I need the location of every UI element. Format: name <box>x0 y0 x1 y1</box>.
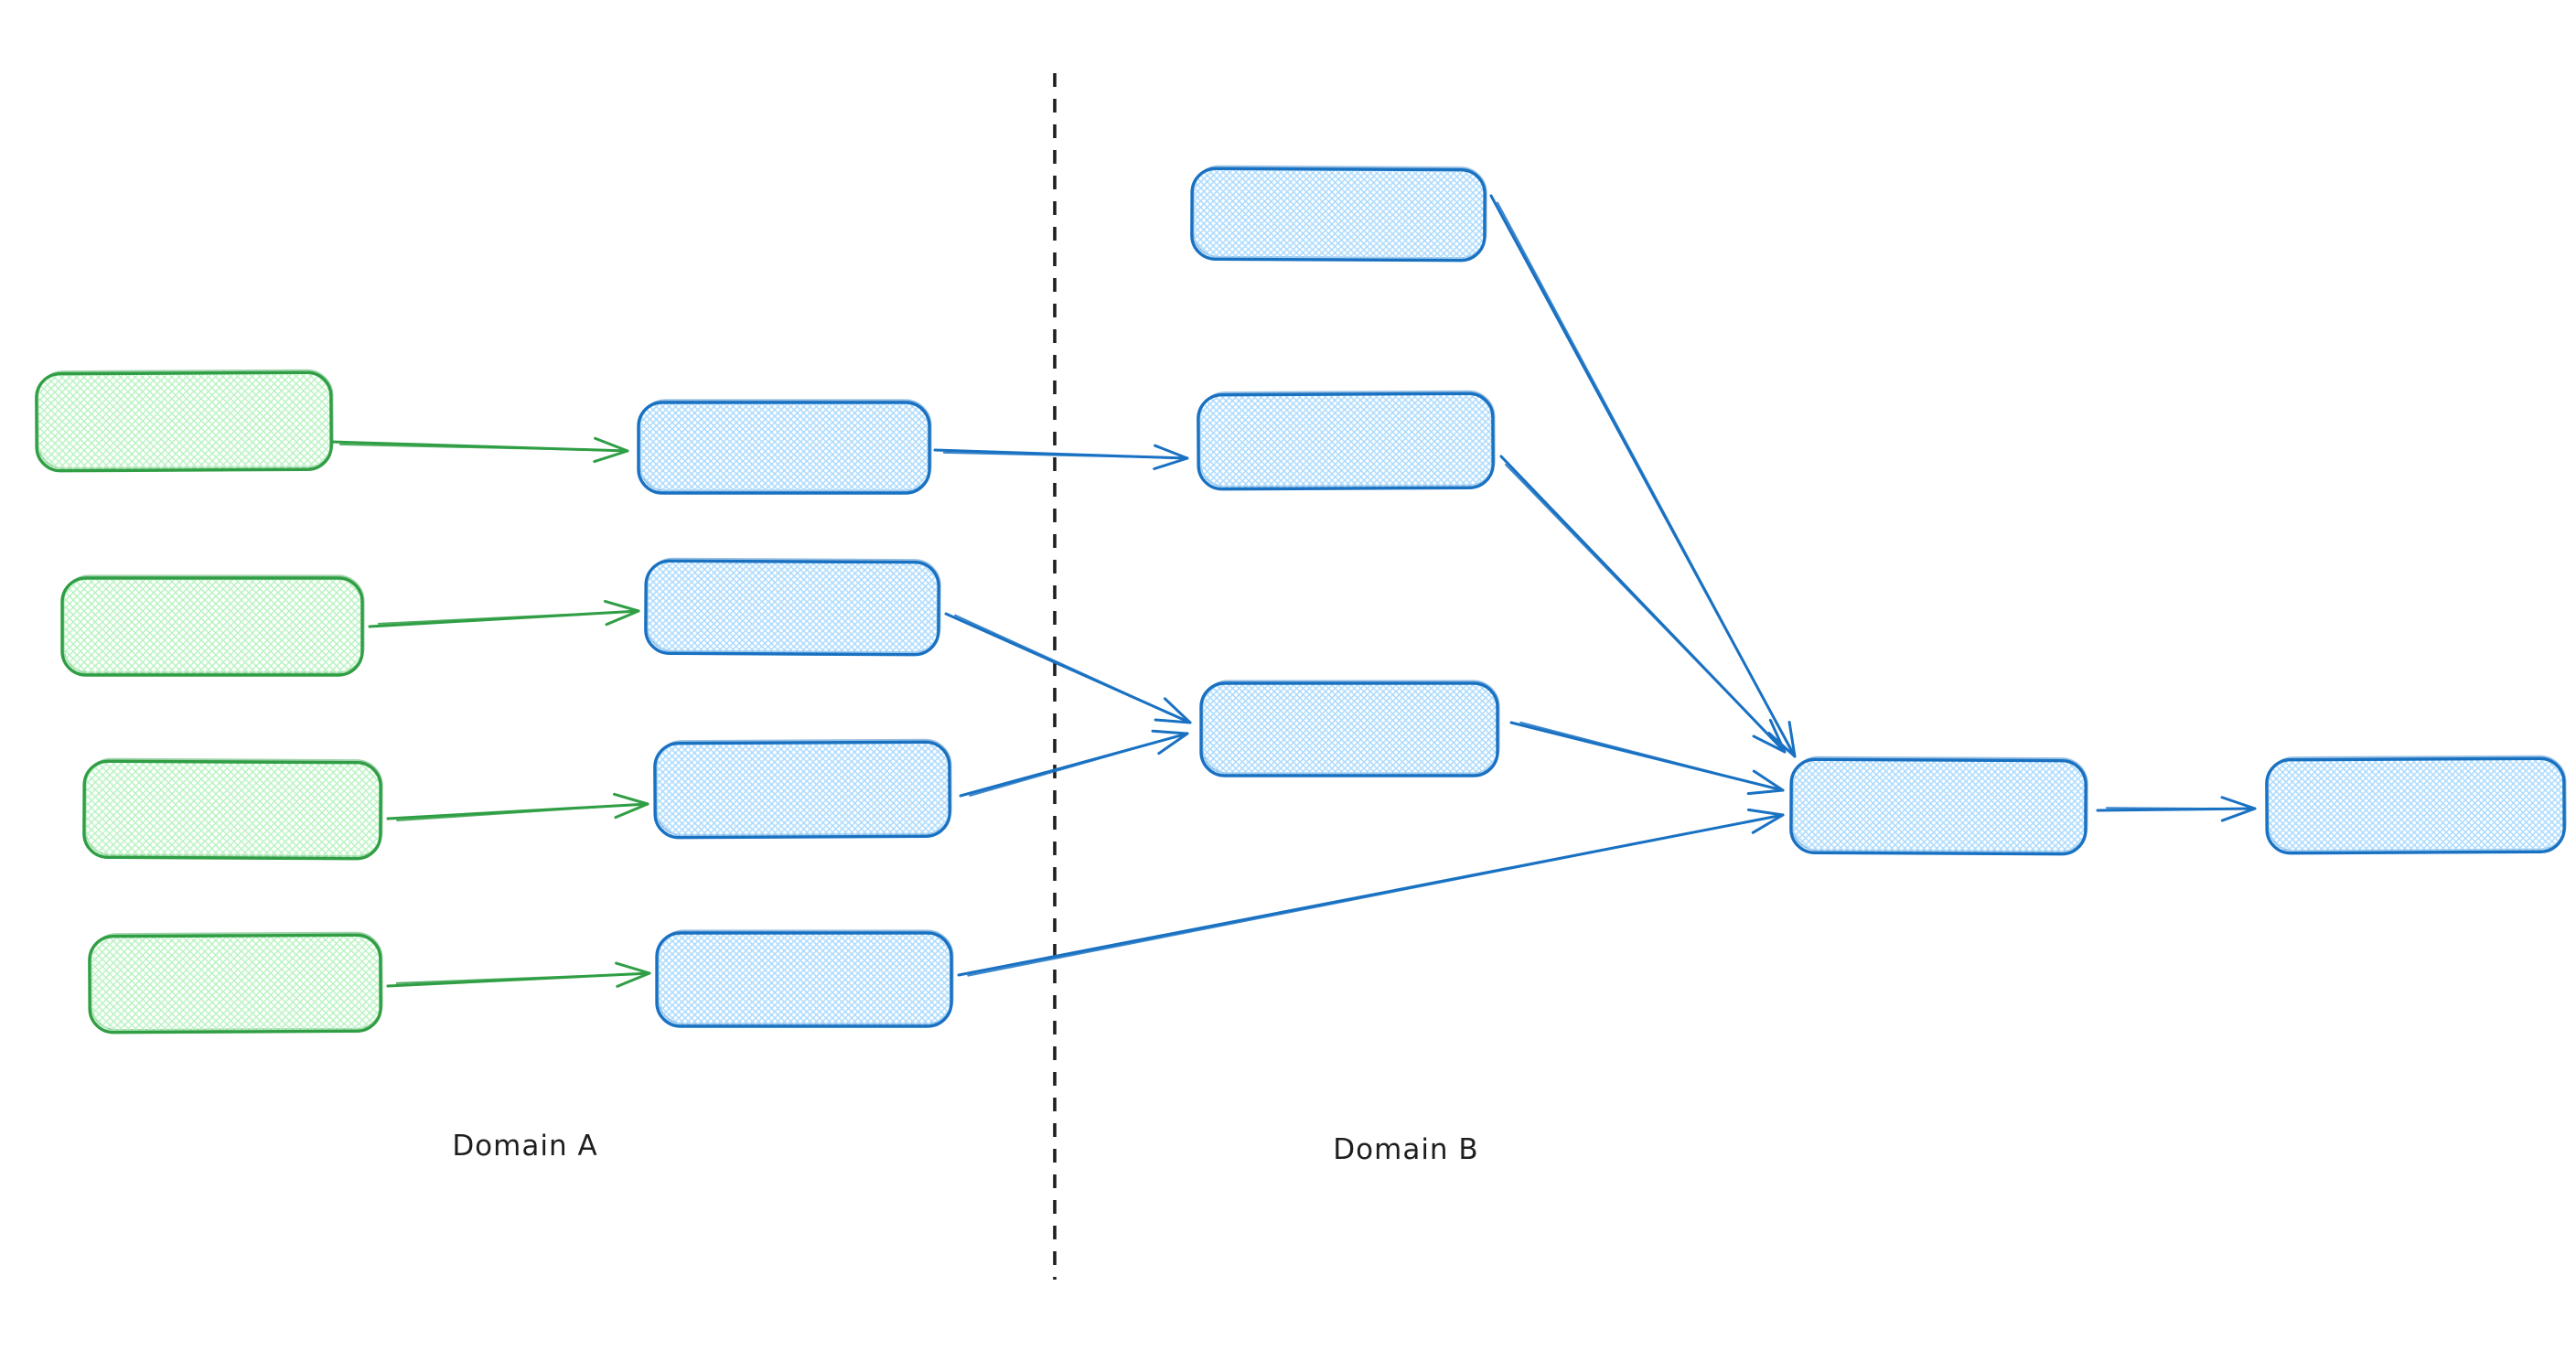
edge-arrowhead-line <box>1151 729 1189 735</box>
node-rect <box>655 931 953 1028</box>
edge-e6-arrow[interactable] <box>944 612 1192 724</box>
node-b-final[interactable] <box>2265 755 2567 855</box>
node-a-mid-3[interactable] <box>653 738 952 840</box>
edge-e9-arrow[interactable] <box>1499 455 1787 754</box>
edge-e4-arrow[interactable] <box>386 961 651 988</box>
node-a-src-4[interactable] <box>88 931 383 1034</box>
edge-arrowhead-line <box>1153 456 1189 470</box>
edge-e10-arrow[interactable] <box>1509 721 1785 796</box>
edge-arrowhead-line <box>1752 734 1787 754</box>
node-a-mid-1[interactable] <box>637 399 932 495</box>
edge-e12-arrow[interactable] <box>2096 796 2257 822</box>
node-a-mid-2[interactable] <box>644 557 941 657</box>
node-rect <box>653 740 951 840</box>
edge-arrowhead-line <box>1752 769 1785 792</box>
nodes-layer <box>35 165 2567 1034</box>
node-b-top-2[interactable] <box>1197 390 1496 491</box>
node-rect <box>35 370 333 473</box>
node-b-top-1[interactable] <box>1190 165 1487 263</box>
edge-e8-arrow[interactable] <box>1489 194 1797 758</box>
node-rect <box>2265 756 2566 855</box>
edge-arrowhead-line <box>604 599 640 613</box>
edge-shaft-overdraw <box>377 610 628 625</box>
node-rect <box>88 933 382 1034</box>
edge-e11-arrow[interactable] <box>957 808 1785 977</box>
node-rect <box>637 401 931 495</box>
edge-arrowhead-line <box>1154 444 1189 460</box>
node-a-src-2[interactable] <box>60 574 365 677</box>
edge-arrowhead-line <box>1746 788 1785 796</box>
domain-a-label[interactable]: Domain A <box>452 1130 597 1163</box>
edge-shaft-overdraw <box>396 803 637 822</box>
edge-arrowhead-line <box>1154 718 1192 724</box>
edge-arrowhead-line <box>2220 796 2257 810</box>
edge-shaft-overdraw <box>338 443 617 452</box>
edge-arrowhead-line <box>614 802 649 820</box>
edge-e1-arrow[interactable] <box>329 436 629 464</box>
edge-arrowhead-line <box>1751 813 1785 834</box>
labels: Domain A Domain B <box>452 1130 1478 1166</box>
edge-shaft-overdraw <box>395 972 639 984</box>
node-rect <box>1789 757 2088 856</box>
edge-shaft-overdraw <box>2105 807 2244 810</box>
edge-arrowhead-line <box>1746 808 1785 817</box>
node-rect <box>1197 391 1495 491</box>
node-rect <box>644 559 940 657</box>
domain-b-label[interactable]: Domain B <box>1333 1133 1478 1166</box>
node-a-mid-4[interactable] <box>655 929 954 1028</box>
edge-shaft-overdraw <box>1519 721 1772 788</box>
edge-arrowhead-line <box>615 961 651 975</box>
edge-shaft-overdraw <box>942 451 1176 459</box>
node-rect <box>1190 166 1487 263</box>
edge-shaft-overdraw <box>1497 201 1790 746</box>
edge-arrowhead-line <box>613 792 649 806</box>
edge-e5-arrow[interactable] <box>933 444 1189 470</box>
edge-arrowhead-line <box>2220 807 2257 822</box>
edges-layer <box>329 194 2257 988</box>
node-rect <box>1199 681 1499 777</box>
node-a-src-3[interactable] <box>82 757 383 861</box>
edge-arrowhead-line <box>593 449 629 464</box>
node-b-mid[interactable] <box>1199 680 1500 777</box>
edge-shaft-overdraw <box>954 614 1180 719</box>
edge-arrowhead-line <box>1787 720 1797 758</box>
edge-e2-arrow[interactable] <box>368 599 640 628</box>
edge-arrowhead-line <box>1163 697 1192 724</box>
edge-shaft-overdraw <box>969 735 1176 797</box>
node-a-src-1[interactable] <box>35 369 334 473</box>
edge-shaft-overdraw <box>967 816 1772 977</box>
edge-arrowhead-line <box>605 609 640 627</box>
edge-shaft-overdraw <box>1505 464 1777 744</box>
edge-arrowhead-line <box>594 436 629 453</box>
edge-arrowhead-line <box>1768 718 1787 754</box>
edge-arrowhead-line <box>1157 732 1189 756</box>
edge-e7-arrow[interactable] <box>959 729 1189 798</box>
node-b-hub[interactable] <box>1789 756 2088 856</box>
edge-e3-arrow[interactable] <box>386 792 649 822</box>
edge-arrowhead-line <box>616 971 651 988</box>
node-rect <box>60 576 364 677</box>
node-rect <box>82 759 382 861</box>
